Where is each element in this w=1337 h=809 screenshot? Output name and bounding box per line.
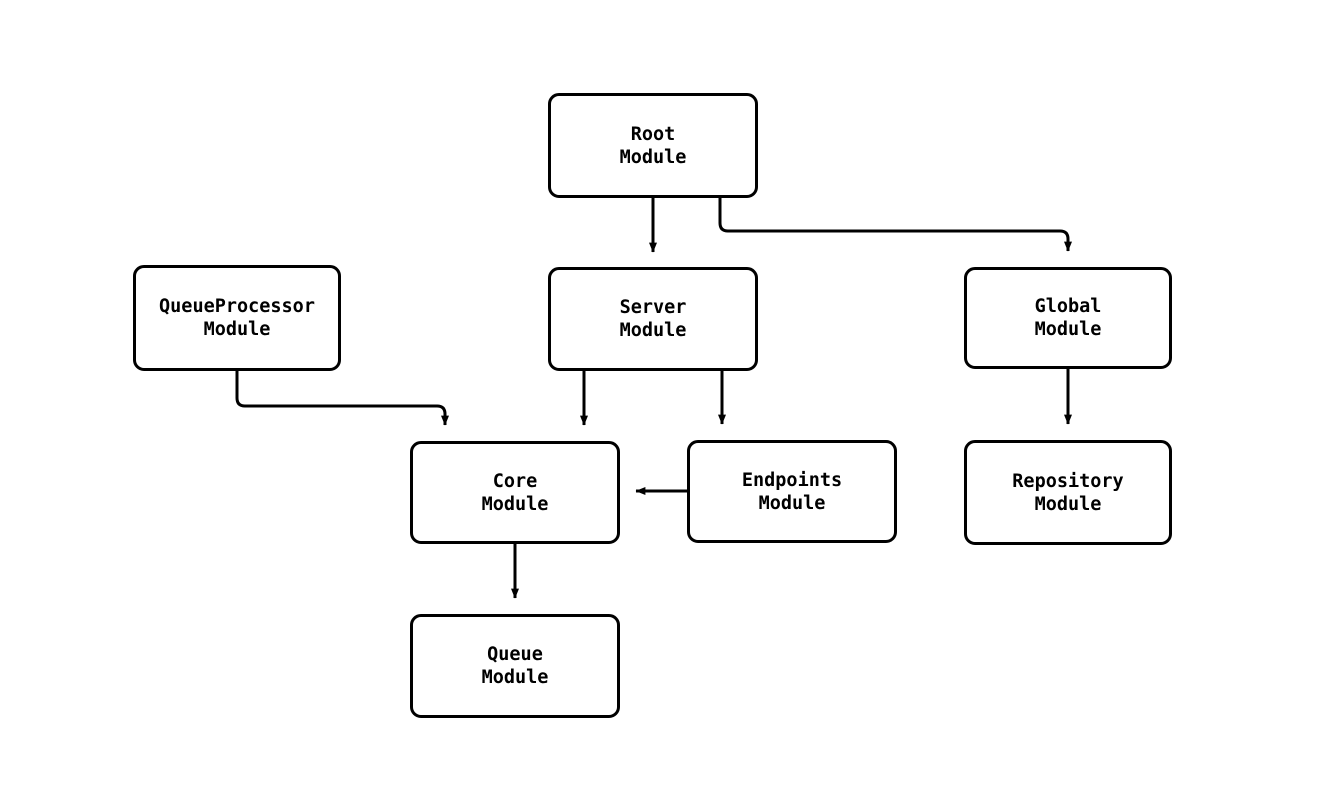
node-queueprocessor-module-line1: QueueProcessor (159, 296, 315, 317)
node-repository-module[interactable]: Repository Module (964, 440, 1172, 545)
node-core-module[interactable]: Core Module (410, 441, 620, 544)
node-root-module[interactable]: Root Module (548, 93, 758, 198)
node-endpoints-module[interactable]: Endpoints Module (687, 440, 897, 543)
edge-root-to-global (718, 198, 1072, 252)
node-root-module-line1: Root (630, 123, 676, 145)
node-global-module-line2: Module (1034, 319, 1102, 340)
node-queue-module[interactable]: Queue Module (410, 614, 620, 718)
node-core-module-line2: Module (481, 493, 549, 515)
node-global-module-line1: Global (1034, 296, 1102, 317)
node-queue-module-line1: Queue (487, 644, 543, 665)
node-root-module-line2: Module (619, 146, 687, 168)
node-endpoints-module-line2: Module (758, 492, 826, 514)
node-repository-module-line1: Repository (1012, 470, 1124, 492)
node-server-module-line1: Server (619, 297, 687, 318)
node-endpoints-module-line1: Endpoints (741, 469, 843, 491)
node-queueprocessor-module-line2: Module (203, 319, 271, 340)
node-server-module-line2: Module (619, 320, 687, 341)
node-server-module[interactable]: Server Module (548, 267, 758, 371)
node-core-module-line1: Core (492, 470, 538, 492)
node-repository-module-line2: Module (1034, 493, 1102, 515)
node-queueprocessor-module[interactable]: QueueProcessor Module (133, 265, 341, 371)
node-global-module[interactable]: Global Module (964, 267, 1172, 369)
node-queue-module-line2: Module (481, 667, 549, 688)
edge-queueprocessor-to-core (235, 371, 449, 426)
